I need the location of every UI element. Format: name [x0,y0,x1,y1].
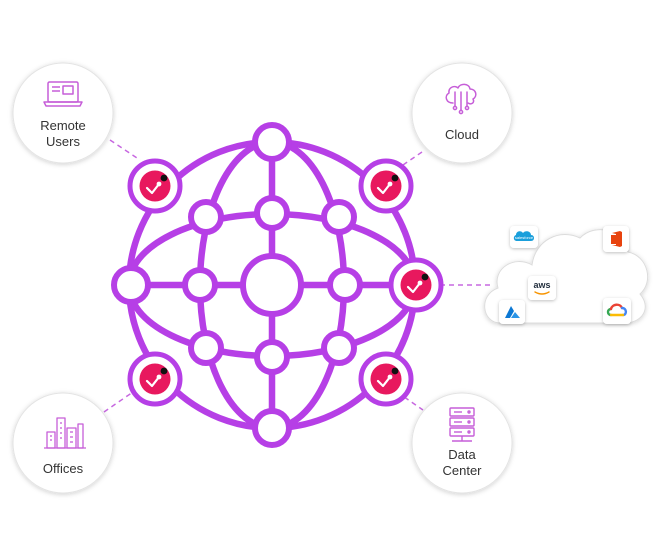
globe-node-upper-mid [254,195,290,231]
remote-users-circle [12,62,114,164]
offices-label: Offices [43,461,84,476]
connector-badge-upper-right [358,158,414,214]
globe-node-lower-right [321,330,357,366]
cloud-label: Cloud [445,127,479,142]
globe-node-mid-left [182,267,218,303]
salesforce-text: salesforce [515,235,534,240]
connector-badge-upper-left [127,158,183,214]
connector-badge-lower-right [358,351,414,407]
globe-node-center [240,253,304,317]
cloud-network-icon [445,83,477,115]
globe-node-bottom [252,408,292,448]
link-cloud [399,151,423,168]
data-center-circle [411,392,513,494]
globe-node-lower-mid [254,339,290,375]
multicloud-group: salesforce aws [484,226,649,324]
cloud-node: Cloud [411,62,513,164]
connector-badge-lower-left [127,351,183,407]
connector-badge-right [388,257,444,313]
buildings-icon [44,417,86,449]
azure-icon [499,300,525,324]
salesforce-icon: salesforce [510,226,538,248]
data-center-node: Data Center [411,392,513,494]
data-center-label-line1: Data [448,447,476,462]
offices-circle [12,392,114,494]
aws-icon: aws [528,276,556,300]
globe-node-upper-left [188,199,224,235]
remote-users-label-line2: Users [46,134,80,149]
aws-text: aws [533,280,550,290]
globe-node-top [252,122,292,162]
link-offices [103,391,134,413]
remote-users-label-line1: Remote [40,118,86,133]
google-cloud-icon [603,298,631,324]
laptop-icon [43,81,83,107]
globe-nodes [111,122,363,448]
remote-users-node: Remote Users [12,62,114,164]
globe-node-upper-right [321,199,357,235]
offices-node: Offices [12,392,114,494]
data-center-label-line2: Center [442,463,482,478]
dashed-links [103,139,490,413]
globe-node-mid-right [327,267,363,303]
office365-icon [603,226,629,252]
globe-node-lower-left [188,330,224,366]
link-remote-users [109,139,141,161]
connector-badges [127,158,444,407]
server-rack-icon [449,407,475,442]
globe-node-left [111,265,151,305]
